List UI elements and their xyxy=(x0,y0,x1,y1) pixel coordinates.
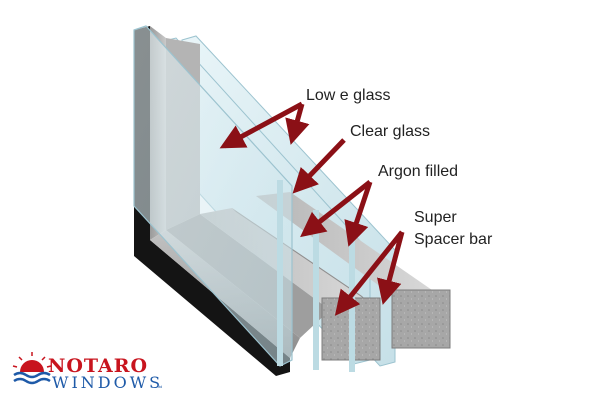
notaro-windows-logo: NOTARO WINDOWS ltd xyxy=(12,352,163,392)
logo-sun-icon xyxy=(12,352,52,385)
label-clear-glass: Clear glass xyxy=(350,123,430,140)
glass-pane-front xyxy=(133,25,293,367)
arrow-clear xyxy=(292,138,346,194)
label-argon-filled: Argon filled xyxy=(378,163,458,180)
arrow-low-e-1 xyxy=(219,101,304,149)
frame-dark-sash xyxy=(134,26,290,376)
arrow-argon-2 xyxy=(344,181,373,247)
label-spacer-line2: Spacer bar xyxy=(414,231,493,248)
label-low-e-glass: Low e glass xyxy=(306,87,391,104)
arrow-spacer-2 xyxy=(377,231,405,305)
logo-sub: WINDOWS xyxy=(52,373,163,392)
spacer-bar-right-end xyxy=(391,289,451,349)
label-spacer-line1: Super xyxy=(414,209,457,226)
spacer-bar-right-top xyxy=(256,192,432,298)
logo-mark: ltd xyxy=(158,384,162,389)
arrow-argon-1 xyxy=(300,180,372,238)
arrow-spacer-1 xyxy=(334,230,404,316)
logo-name: NOTARO xyxy=(48,355,148,377)
arrow-low-e-2 xyxy=(285,103,310,145)
